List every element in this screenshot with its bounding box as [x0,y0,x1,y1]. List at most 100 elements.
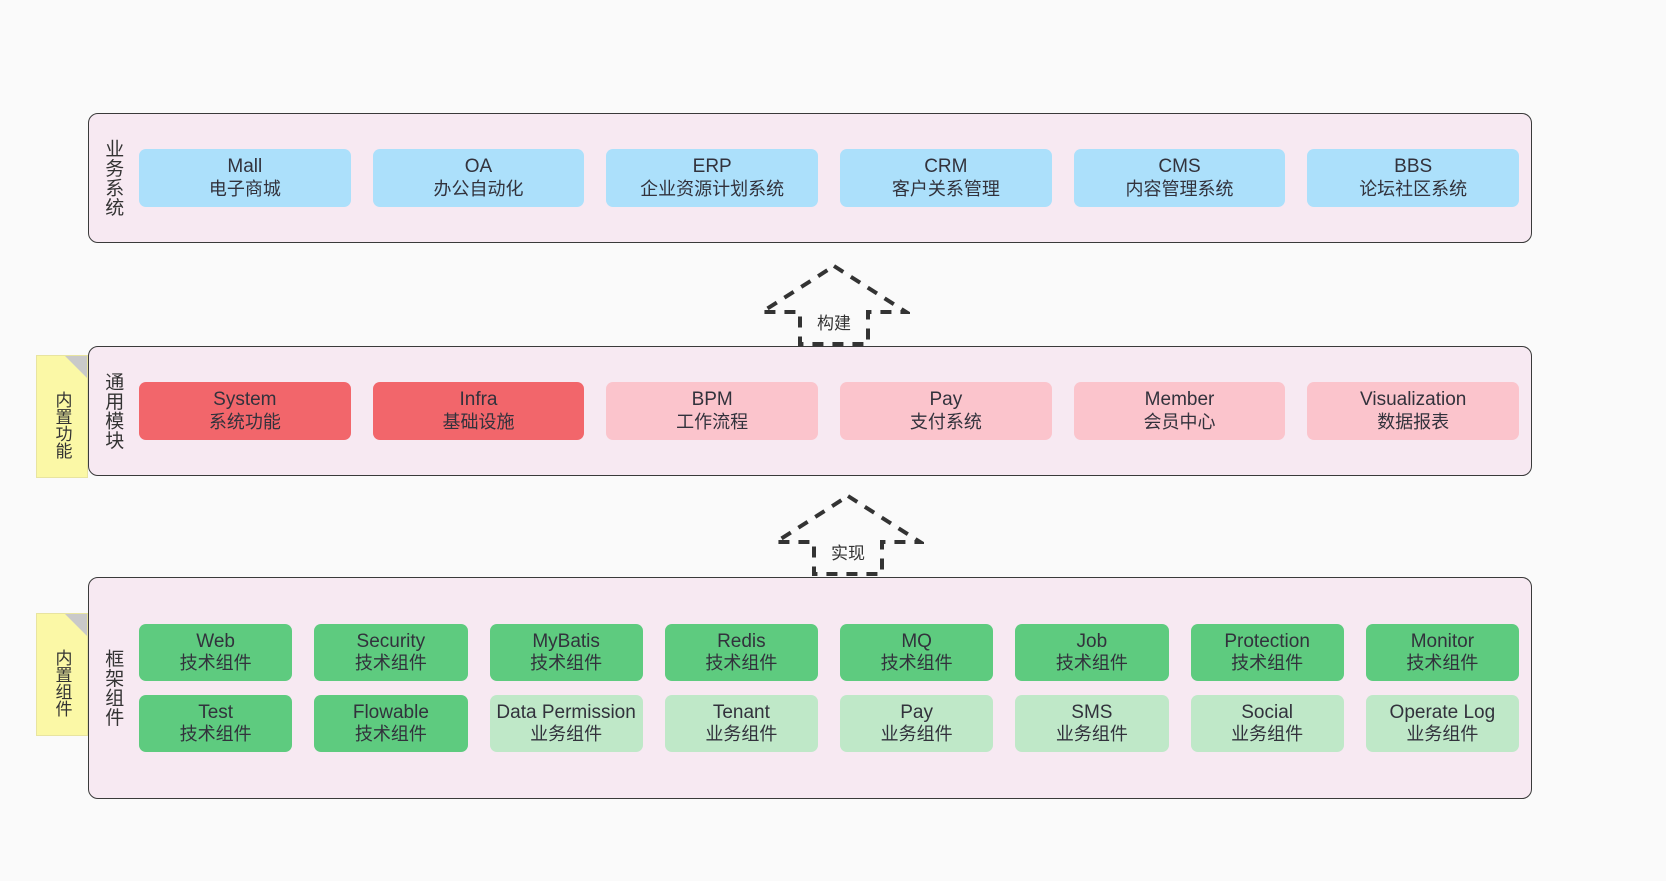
card-test[interactable]: Test 技术组件 [139,695,293,753]
arrow-build-shape [758,263,910,346]
note-label: 内置功能 [52,390,72,459]
card-title: Data Permission [496,702,636,723]
arrow-implement: 实现 [772,492,924,578]
card-job[interactable]: Job 技术组件 [1015,623,1169,681]
layer-business-systems: 业务系统 Mall 电子商城 OA 办公自动化 ERP 企业资源计划系统 CRM… [88,113,1532,243]
card-subtitle: 技术组件 [530,653,603,674]
card-subtitle: 办公自动化 [433,178,524,199]
card-title: CMS [1158,156,1201,178]
card-subtitle: 企业资源计划系统 [640,178,785,199]
arrow-implement-shape [772,493,924,576]
note-builtin-components: 内置组件 [36,613,88,736]
card-title: Infra [459,389,498,411]
layer-common-modules: 通用模块 System 系统功能 Infra 基础设施 BPM 工作流程 Pay… [88,346,1532,476]
card-security[interactable]: Security 技术组件 [314,623,468,681]
card-subtitle: 支付系统 [909,411,982,432]
card-mq[interactable]: MQ 技术组件 [840,623,994,681]
card-bpm[interactable]: BPM 工作流程 [606,382,819,440]
card-subtitle: 工作流程 [676,411,749,432]
card-bbs[interactable]: BBS 论坛社区系统 [1307,149,1520,207]
card-subtitle: 会员中心 [1143,411,1216,432]
card-member[interactable]: Member 会员中心 [1073,382,1286,440]
card-subtitle: 基础设施 [442,411,515,432]
card-row: Mall 电子商城 OA 办公自动化 ERP 企业资源计划系统 CRM 客户关系… [139,149,1520,207]
card-title: SMS [1071,702,1113,723]
card-subtitle: 数据报表 [1377,411,1450,432]
card-title: Protection [1224,630,1310,652]
card-redis[interactable]: Redis 技术组件 [664,623,818,681]
card-subtitle: 业务组件 [1406,724,1479,745]
card-subtitle: 技术组件 [179,724,252,745]
card-title: Job [1076,630,1108,652]
card-operate-log[interactable]: Operate Log 业务组件 [1365,695,1519,753]
card-title: BPM [691,389,733,411]
card-social[interactable]: Social 业务组件 [1190,695,1344,753]
card-mall[interactable]: Mall 电子商城 [139,149,351,207]
card-subtitle: 技术组件 [705,653,778,674]
card-title: System [213,389,277,411]
card-oa[interactable]: OA 办公自动化 [372,149,585,207]
card-monitor[interactable]: Monitor 技术组件 [1365,623,1519,681]
card-title: CRM [924,156,968,178]
card-infra[interactable]: Infra 基础设施 [372,382,585,440]
layer-body-business-systems: Mall 电子商城 OA 办公自动化 ERP 企业资源计划系统 CRM 客户关系… [135,114,1531,242]
card-subtitle: 内容管理系统 [1125,178,1234,199]
card-visualization[interactable]: Visualization 数据报表 [1307,382,1520,440]
note-builtin-features: 内置功能 [36,355,88,478]
card-row: System 系统功能 Infra 基础设施 BPM 工作流程 Pay 支付系统… [139,382,1520,440]
card-flowable[interactable]: Flowable 技术组件 [314,695,468,753]
card-erp[interactable]: ERP 企业资源计划系统 [606,149,819,207]
layer-caption-common-modules: 通用模块 [102,372,124,450]
card-sms[interactable]: SMS 业务组件 [1015,695,1169,753]
card-subtitle: 业务组件 [705,724,778,745]
card-title: Tenant [712,702,770,723]
card-subtitle: 技术组件 [1055,653,1128,674]
card-title: Security [356,630,426,652]
card-pay-component[interactable]: Pay 业务组件 [840,695,994,753]
note-fold-corner-icon [65,356,87,378]
card-row: Web 技术组件 Security 技术组件 MyBatis 技术组件 Redi… [139,623,1519,681]
card-title: OA [464,156,493,178]
card-subtitle: 业务组件 [1055,724,1128,745]
card-title: Test [198,702,234,723]
note-fold-corner-icon [65,614,87,636]
card-subtitle: 业务组件 [530,724,603,745]
card-title: MQ [901,630,932,652]
card-subtitle: 业务组件 [880,724,953,745]
card-title: Flowable [352,702,429,723]
card-subtitle: 技术组件 [880,653,953,674]
card-subtitle: 系统功能 [208,411,281,432]
card-subtitle: 论坛社区系统 [1359,178,1468,199]
card-row: Test 技术组件 Flowable 技术组件 Data Permission … [139,695,1519,753]
card-title: Pay [900,702,933,723]
layer-body-common-modules: System 系统功能 Infra 基础设施 BPM 工作流程 Pay 支付系统… [135,347,1531,475]
card-mybatis[interactable]: MyBatis 技术组件 [489,623,643,681]
card-system[interactable]: System 系统功能 [139,382,351,440]
layer-body-framework-components: Web 技术组件 Security 技术组件 MyBatis 技术组件 Redi… [135,578,1531,798]
card-subtitle: 技术组件 [1406,653,1479,674]
layer-caption-framework-components: 框架组件 [102,649,124,727]
note-label: 内置组件 [52,648,72,717]
card-subtitle: 客户关系管理 [891,178,1000,199]
card-subtitle: 业务组件 [1231,724,1304,745]
arrow-build: 构建 [758,262,910,348]
card-subtitle: 技术组件 [354,653,427,674]
card-protection[interactable]: Protection 技术组件 [1190,623,1344,681]
card-subtitle: 技术组件 [354,724,427,745]
card-subtitle: 技术组件 [1231,653,1304,674]
card-subtitle: 电子商城 [208,178,281,199]
card-title: Visualization [1360,389,1467,411]
layer-caption-business-systems: 业务系统 [102,139,124,217]
card-cms[interactable]: CMS 内容管理系统 [1073,149,1286,207]
layer-framework-components: 框架组件 Web 技术组件 Security 技术组件 MyBatis 技术组件… [88,577,1532,799]
card-web[interactable]: Web 技术组件 [139,623,293,681]
card-pay-module[interactable]: Pay 支付系统 [840,382,1052,440]
card-data-permission[interactable]: Data Permission 业务组件 [489,695,643,753]
card-subtitle: 技术组件 [179,653,252,674]
card-title: Redis [717,630,766,652]
card-title: MyBatis [532,630,600,652]
card-crm[interactable]: CRM 客户关系管理 [840,149,1052,207]
card-title: Web [196,630,235,652]
card-tenant[interactable]: Tenant 业务组件 [664,695,818,753]
